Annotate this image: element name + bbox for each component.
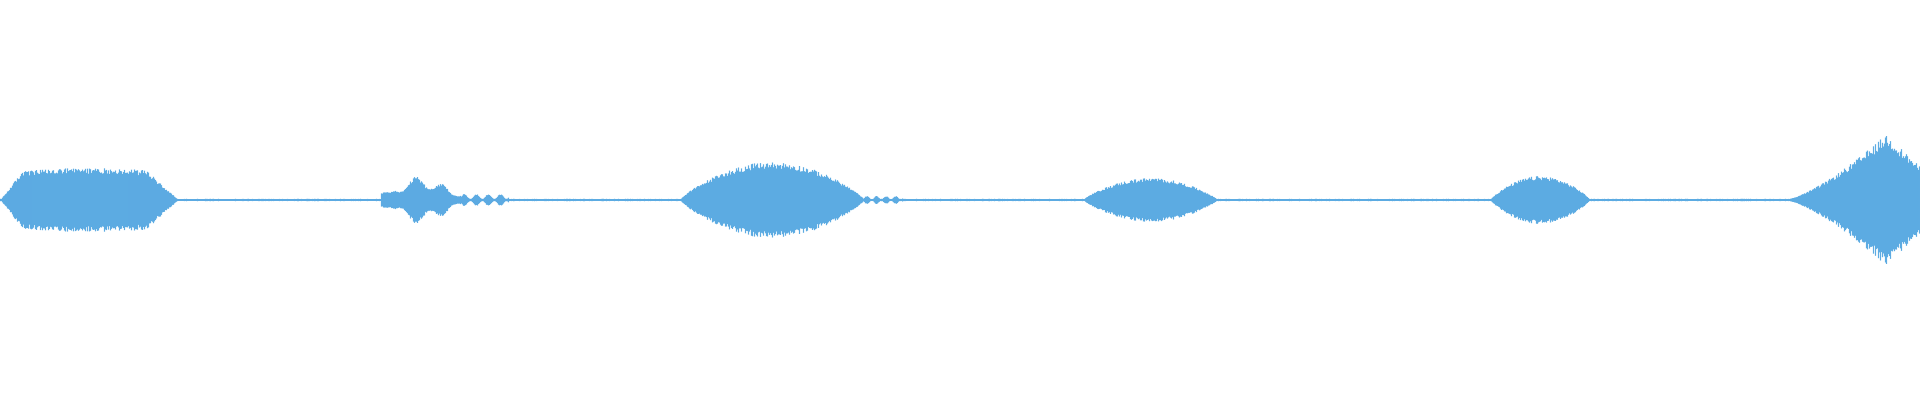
- waveform-samples: [0, 136, 1920, 264]
